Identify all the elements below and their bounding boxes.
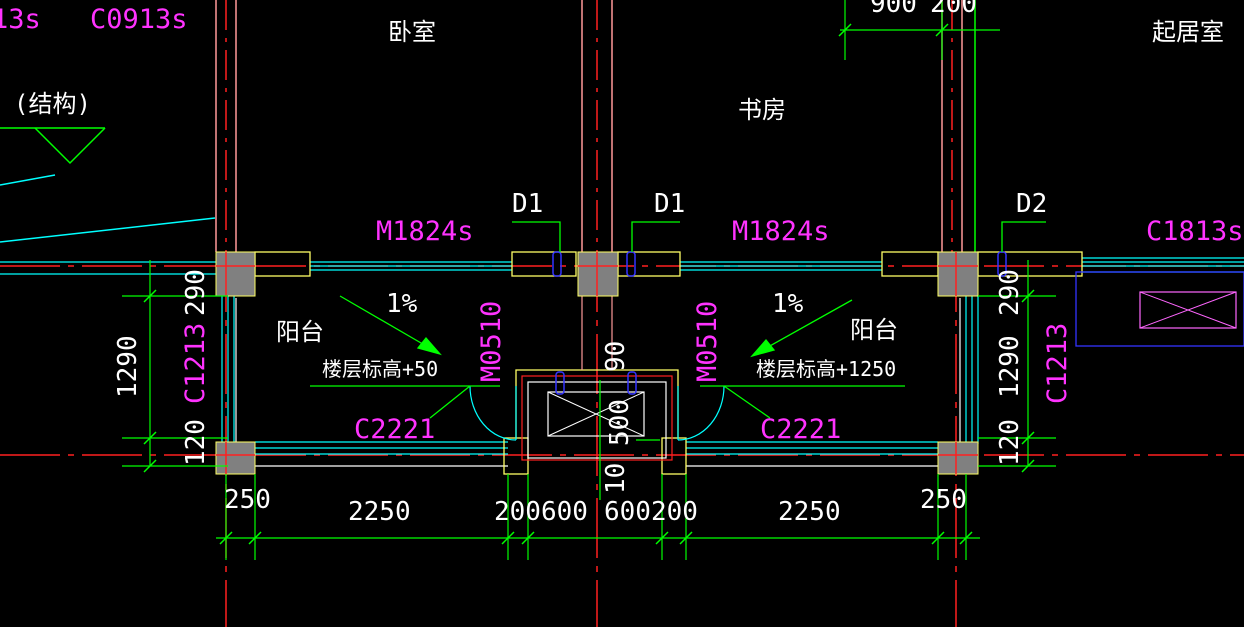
dim-bottom-250-left: 250: [224, 485, 271, 515]
dim-left-290: 290: [181, 269, 211, 316]
room-study: 书房: [738, 96, 786, 124]
column-bottom-left: [215, 441, 256, 475]
column-top-middle: [577, 251, 619, 297]
dim-right-120: 120: [995, 419, 1025, 466]
room-bedroom: 卧室: [388, 18, 436, 46]
dim-bottom-2250-left: 2250: [348, 497, 411, 527]
right-shaft-box: [1075, 271, 1244, 347]
dim-bottom-600200: 600200: [604, 497, 698, 527]
label-structure: (结构): [14, 90, 91, 118]
dim-bottom-2250-right: 2250: [778, 497, 841, 527]
tag-top-left-a: 13s: [0, 4, 41, 35]
dim-right-290: 290: [995, 269, 1025, 316]
room-balcony-right: 阳台: [850, 316, 898, 344]
dim-top-900: 900: [870, 0, 917, 19]
columns: [215, 251, 979, 475]
dim-center-10: 10: [601, 463, 631, 494]
tag-d1-left: D1: [512, 189, 543, 219]
tag-d2: D2: [1016, 189, 1047, 219]
left-triangle: [0, 127, 106, 165]
tag-door-right: M1824s: [732, 216, 830, 247]
dim-top-200: 200: [930, 0, 977, 19]
leader-lines: [310, 221, 1046, 419]
tag-mid-right: M0510: [692, 301, 723, 382]
tag-door-left: M1824s: [376, 216, 474, 247]
tag-side-left: C1213: [180, 323, 211, 404]
balcony-walls: [0, 257, 1244, 467]
column-axis-marks: [216, 252, 978, 474]
tag-side-right: C1213: [1042, 323, 1073, 404]
elevation-right: 楼层标高+1250: [756, 357, 896, 381]
room-balcony-left: 阳台: [276, 318, 324, 346]
tag-top-left-b: C0913s: [90, 4, 188, 35]
room-living: 起居室: [1152, 18, 1224, 46]
tag-d1-right: D1: [654, 189, 685, 219]
tag-mid-left: M0510: [476, 301, 507, 382]
column-top-right: [937, 251, 979, 297]
dimension-lines: [122, 0, 1056, 560]
tag-window-right: C1813s: [1146, 216, 1244, 247]
dim-bottom-200600: 200600: [494, 497, 588, 527]
elevation-left: 楼层标高+50: [322, 357, 438, 381]
dimension-ticks: [143, 23, 1035, 545]
slope-right: 1%: [772, 289, 804, 319]
door-pins: [552, 251, 1007, 395]
dim-center-90: 90: [601, 341, 631, 372]
central-shaft: [521, 276, 673, 461]
dim-left-1290: 1290: [113, 335, 143, 398]
slope-left: 1%: [386, 289, 418, 319]
dim-right-1290: 1290: [995, 335, 1025, 398]
column-top-left: [215, 251, 256, 297]
axis-lines: [0, 252, 1244, 627]
dim-center-500: 500: [605, 399, 635, 446]
left-structure-lines: [0, 174, 216, 243]
door-swings: [469, 385, 725, 441]
dim-left-120: 120: [181, 419, 211, 466]
tag-bottom-right: C2221: [760, 414, 841, 445]
column-bottom-right: [937, 441, 979, 475]
dim-bottom-250-right: 250: [920, 485, 967, 515]
tag-bottom-left: C2221: [354, 414, 435, 445]
